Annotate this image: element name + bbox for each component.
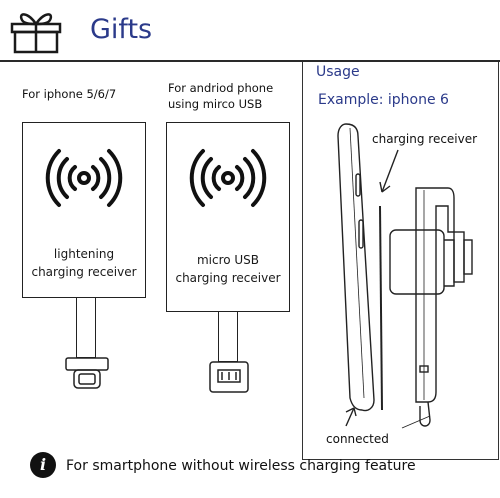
header-divider [0,60,500,62]
card-2-caption: For andriod phone using mirco USB [168,80,273,112]
wireless-signal-icon [45,149,123,207]
page-title: Gifts [90,14,153,45]
receiver-label-line: micro USB [196,253,260,267]
micro-usb-ribbon-cable [218,312,238,362]
charging-receiver-callout: charging receiver [372,132,478,146]
footer-note: For smartphone without wireless charging… [66,458,416,474]
card-1-caption-line: For iphone 5/6/7 [22,87,117,101]
lightning-connector-icon [65,357,109,389]
micro-usb-receiver-label: micro USB charging receiver [167,251,289,287]
wireless-signal-icon [189,149,267,207]
card-2-caption-line: using mirco USB [168,97,263,111]
lightning-ribbon-cable [76,298,96,358]
usage-example-title: Example: iphone 6 [318,92,449,108]
micro-usb-receiver-pad: micro USB charging receiver [166,122,290,312]
lightning-receiver-pad: lightening charging receiver [22,122,146,298]
card-1-caption: For iphone 5/6/7 [22,86,116,102]
gift-icon [6,6,72,60]
receiver-label-line: lightening [53,247,115,261]
usage-panel [302,62,499,460]
card-2-caption-line: For andriod phone [168,81,274,95]
usage-title: Usage [316,64,360,80]
receiver-label-line: charging receiver [31,265,137,279]
phone-mount-illustration [337,123,473,429]
receiver-label-line: charging receiver [175,271,281,285]
info-icon: i [30,452,56,478]
micro-usb-connector-icon [209,361,249,393]
connected-callout: connected [326,432,389,446]
lightning-receiver-label: lightening charging receiver [23,245,145,281]
